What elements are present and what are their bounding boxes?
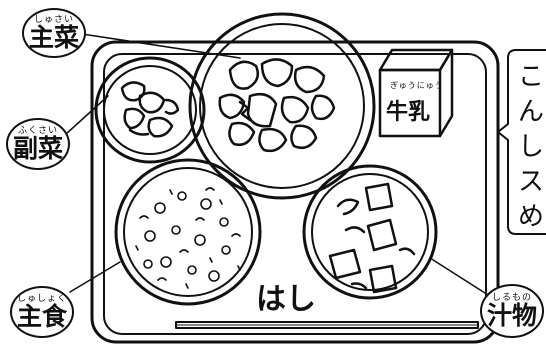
soup-bowl	[302, 164, 438, 300]
speech-bubble-char: め	[518, 202, 545, 232]
leader-lines	[65, 33, 497, 301]
speech-bubble	[497, 49, 546, 235]
speech-bubble-char: こ	[518, 62, 545, 92]
label-shirumono-ruby: しるもの	[491, 293, 532, 303]
chopsticks-label: はし	[256, 282, 316, 317]
label-shusai-ruby: しゅさい	[33, 15, 74, 25]
label-shirumono: しるもの 汁物	[480, 284, 544, 338]
rice-bowl	[114, 158, 262, 306]
side-dish-bowl	[94, 56, 206, 164]
label-shusai: しゅさい 主菜	[22, 8, 86, 58]
milk-label: 牛乳	[386, 100, 431, 125]
main-dish-plate	[188, 12, 376, 200]
label-shirumono-text: 汁物	[486, 301, 537, 330]
label-shusai-text: 主菜	[28, 23, 79, 52]
milk-carton	[378, 48, 454, 138]
label-shushoku-text: 主食	[16, 302, 67, 331]
speech-bubble-char: ス	[518, 167, 545, 197]
milk-ruby: ぎゅうにゅう	[390, 81, 444, 90]
label-shushoku-ruby: しゅしょく	[16, 294, 67, 304]
chopsticks	[175, 321, 479, 329]
speech-bubble-text: こ ん し ス め	[518, 60, 546, 235]
speech-bubble-char: ん	[518, 97, 545, 127]
lunch-tray	[90, 40, 500, 344]
label-fukusai-text: 副菜	[12, 134, 63, 163]
speech-bubble-char: し	[518, 132, 545, 162]
label-fukusai-ruby: ふくさい	[17, 126, 58, 136]
label-shushoku: しゅしょく 主食	[10, 286, 74, 338]
label-fukusai: ふくさい 副菜	[6, 118, 70, 170]
